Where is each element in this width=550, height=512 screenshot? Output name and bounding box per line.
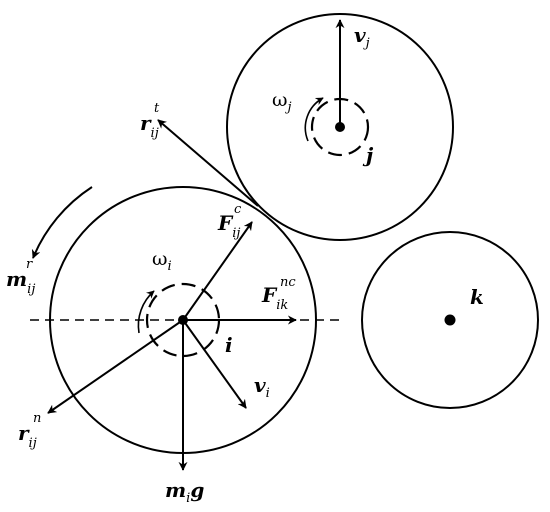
label-particle-k: k	[470, 285, 484, 309]
contact-force-arrow	[182, 221, 253, 321]
label-omega-i: ωi	[152, 248, 172, 274]
label-m-rolling-sup: r	[26, 257, 33, 272]
label-F-noncontact: Fik	[261, 283, 288, 313]
label-r-tangential: rij	[140, 111, 159, 141]
label-m-rolling: mij	[6, 267, 35, 297]
label-r-normal: rij	[18, 421, 37, 451]
normal-vector-arrow	[47, 319, 184, 414]
label-F-contact: Fij	[217, 211, 240, 241]
label-particle-j: j	[362, 143, 374, 167]
velocity-i-arrow	[182, 319, 247, 409]
particle-k-center	[444, 314, 456, 326]
rolling-moment-arrow	[31, 186, 93, 259]
tangential-vector-arrow	[157, 119, 259, 207]
particle-j-circle	[226, 13, 454, 241]
omega-i-arrow	[137, 290, 155, 334]
label-F-noncontact-sup: nc	[280, 275, 296, 290]
label-particle-i: i	[225, 333, 233, 357]
label-m-gravity: mig	[165, 478, 204, 506]
label-F-contact-sup: c	[234, 202, 242, 217]
label-v-j: vj	[354, 23, 370, 51]
label-v-i: vi	[254, 373, 270, 401]
label-omega-j: ωj	[272, 89, 292, 115]
label-r-normal-sup: n	[33, 411, 41, 426]
label-r-tangential-sup: t	[154, 101, 160, 116]
omega-j-arrow	[304, 97, 324, 142]
particle-k-circle	[361, 231, 539, 409]
